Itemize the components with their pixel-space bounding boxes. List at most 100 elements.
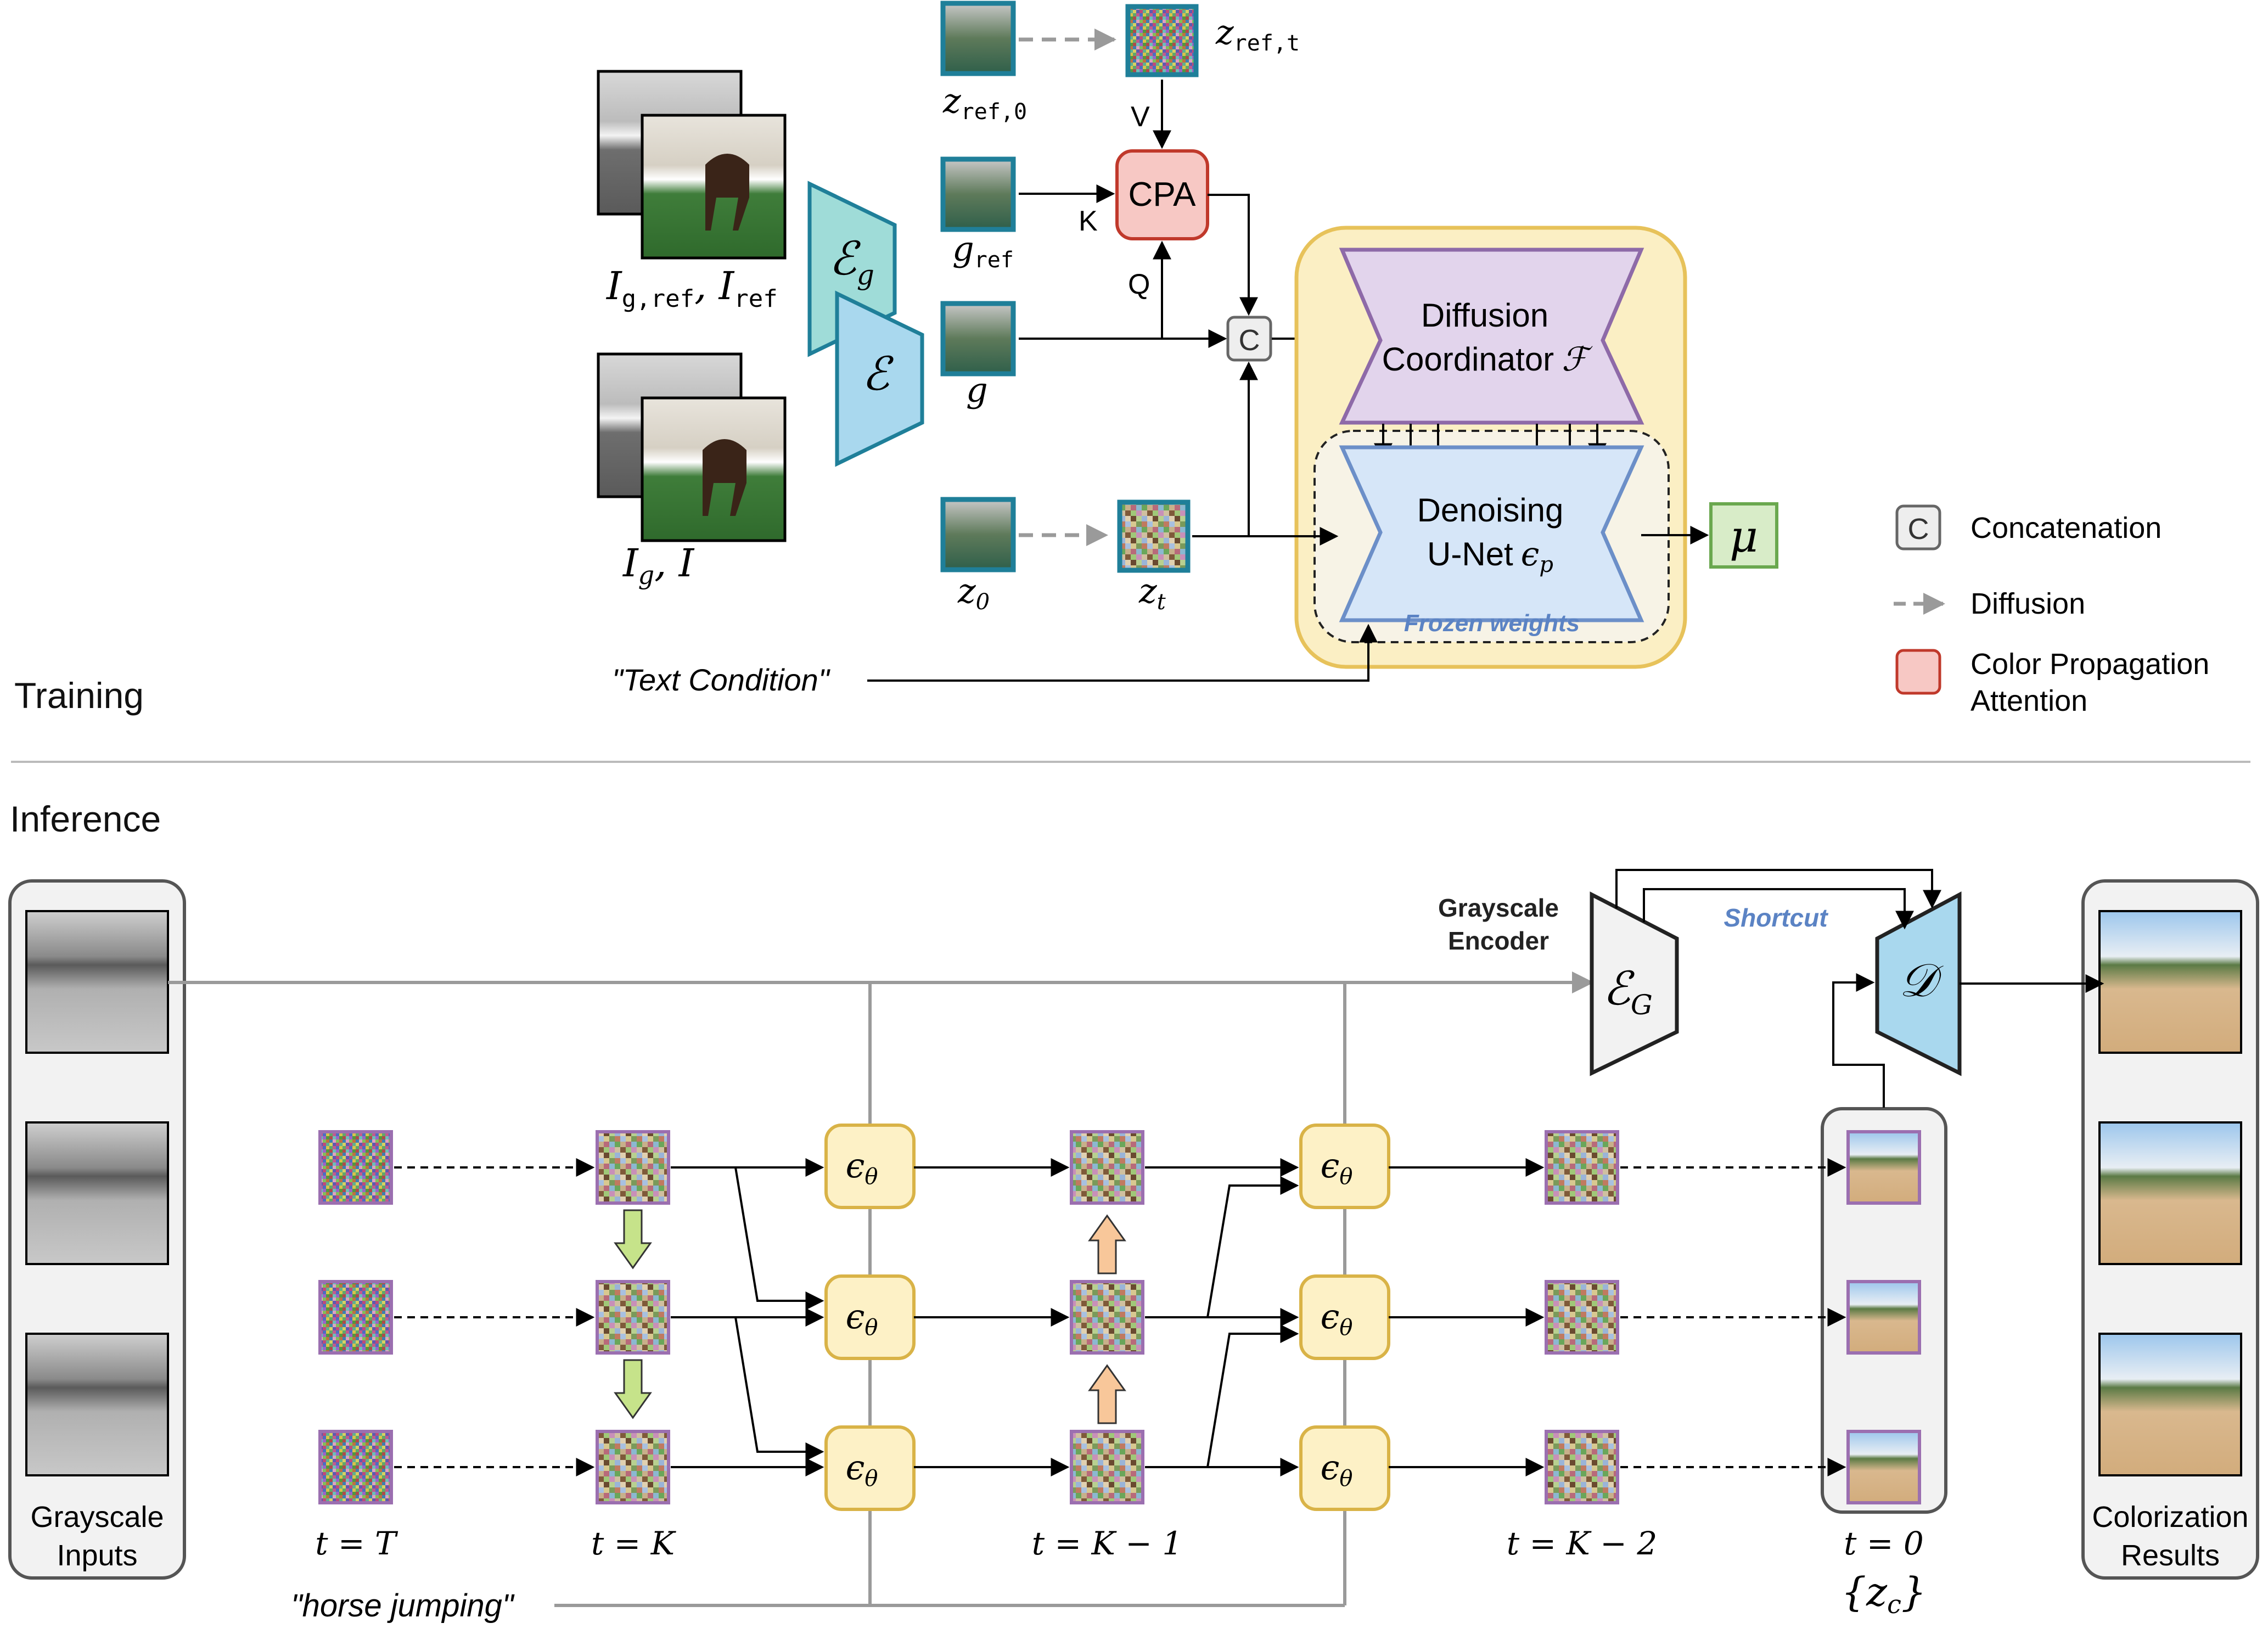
encoder-trapezoid (835, 290, 924, 467)
denoiser-label: ϵθ (846, 1447, 878, 1491)
z-ref0-latent (940, 1, 1016, 76)
noisy-latent (1545, 1130, 1619, 1205)
denoiser-label: ϵθ (1321, 1447, 1353, 1491)
z0-latent (940, 497, 1016, 572)
propagation-down-arrow (614, 1359, 652, 1419)
propagation-up-arrow (1088, 1364, 1126, 1424)
noisy-latent (1070, 1280, 1144, 1355)
latent-column-K1 (1070, 1130, 1144, 1504)
flow-arrow (734, 1167, 824, 1310)
propagation-up-arrow (1088, 1214, 1126, 1274)
clean-latent (1846, 1130, 1921, 1205)
legend-concat-swatch (1895, 504, 1941, 551)
g-label: g (966, 370, 988, 410)
shortcut-label: Shortcut (1724, 903, 1828, 932)
timestep-label-K1: t = K − 1 (1032, 1525, 1182, 1562)
z-ref0-label: zref,0 (942, 81, 1027, 125)
shortcut-arrow-outer (1615, 869, 1941, 909)
unet-line1: Denoising (1417, 492, 1564, 529)
inference-section: Inference Grayscale Inputs Colorization … (8, 799, 2259, 1624)
reference-horse-shape (705, 154, 749, 231)
colorization-result-image (2098, 1121, 2242, 1265)
z-reft-noisy-latent (1125, 4, 1199, 77)
zt-noisy-latent (1117, 499, 1191, 573)
clean-latent (1846, 1430, 1921, 1504)
ref-image-label: Ig,ref, Iref (605, 263, 778, 313)
reference-image-stack (597, 70, 787, 260)
zt-to-concat-arrow (1192, 361, 1258, 537)
noisy-latent (596, 1280, 670, 1355)
cpa-label: CPA (1129, 176, 1197, 214)
grayscale-encoder-trapezoid (1590, 891, 1679, 1076)
flow-arrow (1206, 1324, 1299, 1468)
z-reft-label: zref,t (1215, 12, 1300, 56)
colorization-result-image (2098, 910, 2242, 1054)
concat-node (1226, 316, 1272, 362)
shortcut-arrow-inner (1643, 888, 1914, 930)
g-ref-latent (940, 156, 1016, 232)
eps-column-2: ϵθ ϵθ ϵθ (1299, 1124, 1390, 1511)
mu-output (1709, 502, 1778, 569)
legend-cpa-line1: Color Propagation (1971, 648, 2209, 681)
noisy-latent (1545, 1430, 1619, 1504)
mu-label: μ (1730, 511, 1758, 562)
colorization-line2: Results (2121, 1539, 2220, 1572)
decoder-trapezoid (1875, 891, 1962, 1076)
zc-to-decoder-arrow (1832, 973, 1885, 1108)
colorization-line1: Colorization (2092, 1501, 2248, 1534)
frozen-weights-label: Frozen weights (1404, 610, 1580, 637)
noise-latent (318, 1280, 393, 1355)
flow-arrow (734, 1317, 824, 1461)
v-label: V (1131, 101, 1150, 133)
encoder-g-label: ℰg (829, 232, 874, 291)
training-label: Training (14, 675, 144, 716)
encoder-caption-line2: Encoder (1448, 926, 1549, 955)
training-section: Training Ig,ref, Iref Ig, I ℰg ℰ zref,0 … (14, 1, 1778, 716)
grayscale-inputs-line1: Grayscale (30, 1501, 164, 1534)
flow-arrow (1206, 1176, 1299, 1318)
text-condition-arrow (867, 624, 1378, 682)
z0-label: z0 (957, 571, 990, 615)
noisy-latent (1070, 1130, 1144, 1205)
encoder-caption-line1: Grayscale (1438, 894, 1559, 922)
input-image-stack (597, 352, 787, 542)
k-label: K (1079, 205, 1098, 237)
grayscale-input-image (25, 1121, 169, 1265)
noise-latent (318, 1130, 393, 1205)
text-condition-label: "Text Condition" (612, 662, 830, 697)
legend-diffusion-label: Diffusion (1971, 587, 2085, 620)
denoiser-label: ϵθ (846, 1296, 878, 1340)
noisy-latent (1070, 1430, 1144, 1504)
colorization-result-image (2098, 1333, 2242, 1476)
encoder-label: ℰ (862, 347, 894, 401)
timestep-label-K2: t = K − 2 (1507, 1525, 1657, 1562)
noisy-latent (596, 1430, 670, 1504)
latent-column-T (318, 1130, 393, 1504)
g-latent (940, 301, 1016, 377)
latent-column-0 (1846, 1130, 1921, 1504)
input-image-label: Ig, I (622, 541, 695, 590)
latent-column-K2 (1545, 1130, 1619, 1504)
clean-latent (1846, 1280, 1921, 1355)
timestep-label-T: t = T (315, 1525, 398, 1562)
legend-concat-label: Concatenation (1971, 512, 2162, 544)
legend-cpa-line2: Attention (1971, 684, 2087, 717)
legend: C Concatenation Diffusion Color Propagat… (1894, 504, 2209, 717)
eps-column-1: ϵθ ϵθ ϵθ (824, 1124, 916, 1511)
legend-cpa-swatch (1895, 649, 1941, 695)
cpa-to-concat-arrow (1208, 194, 1258, 316)
noisy-latent (1545, 1280, 1619, 1355)
zc-set-label: {zc} (1841, 1569, 1926, 1619)
denoising-unet-block (1339, 445, 1644, 622)
timestep-label-0: t = 0 (1844, 1525, 1924, 1562)
grayscale-input-image (25, 1333, 169, 1476)
diffusion-coordinator-block (1339, 248, 1644, 425)
legend-concat-symbol: C (1908, 513, 1929, 546)
noise-latent (318, 1430, 393, 1504)
concat-node-label: C (1239, 324, 1260, 357)
q-label: Q (1128, 268, 1150, 300)
prompt-label: "horse jumping" (291, 1588, 515, 1624)
